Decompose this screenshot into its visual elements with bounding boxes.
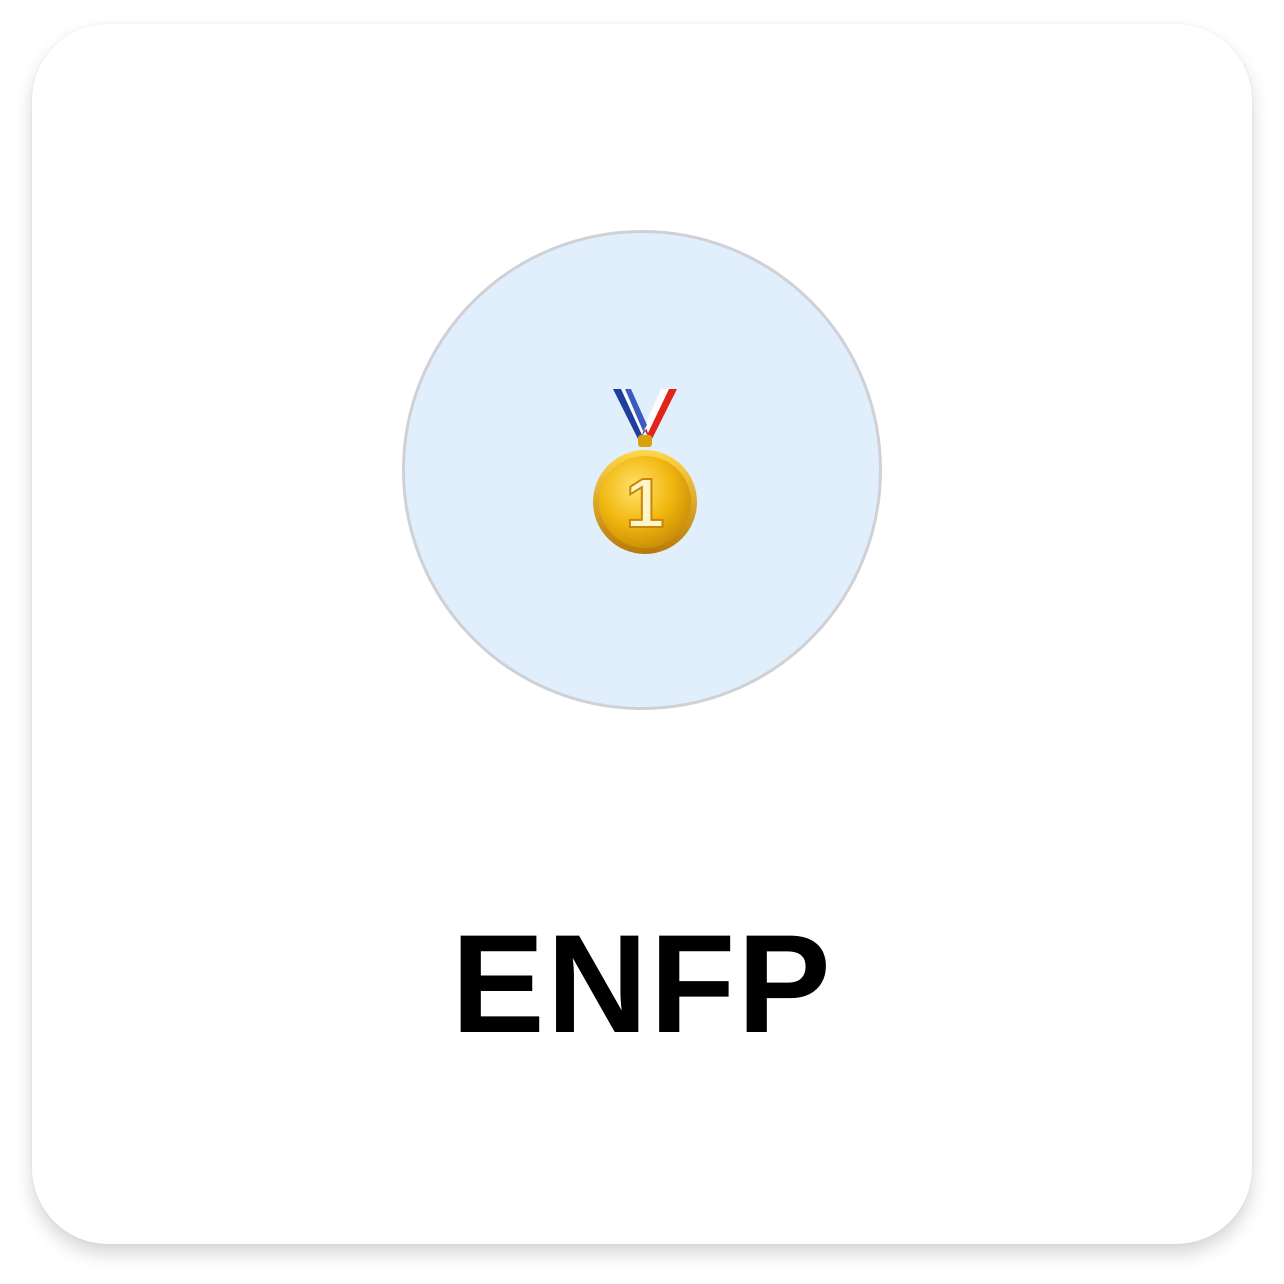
badge-circle: 1	[402, 230, 882, 710]
first-place-medal-icon: 1	[593, 389, 697, 554]
medal-number: 1	[626, 464, 665, 542]
personality-type-card[interactable]: 1 ENFP	[32, 24, 1252, 1244]
personality-type-label: ENFP	[451, 905, 833, 1062]
